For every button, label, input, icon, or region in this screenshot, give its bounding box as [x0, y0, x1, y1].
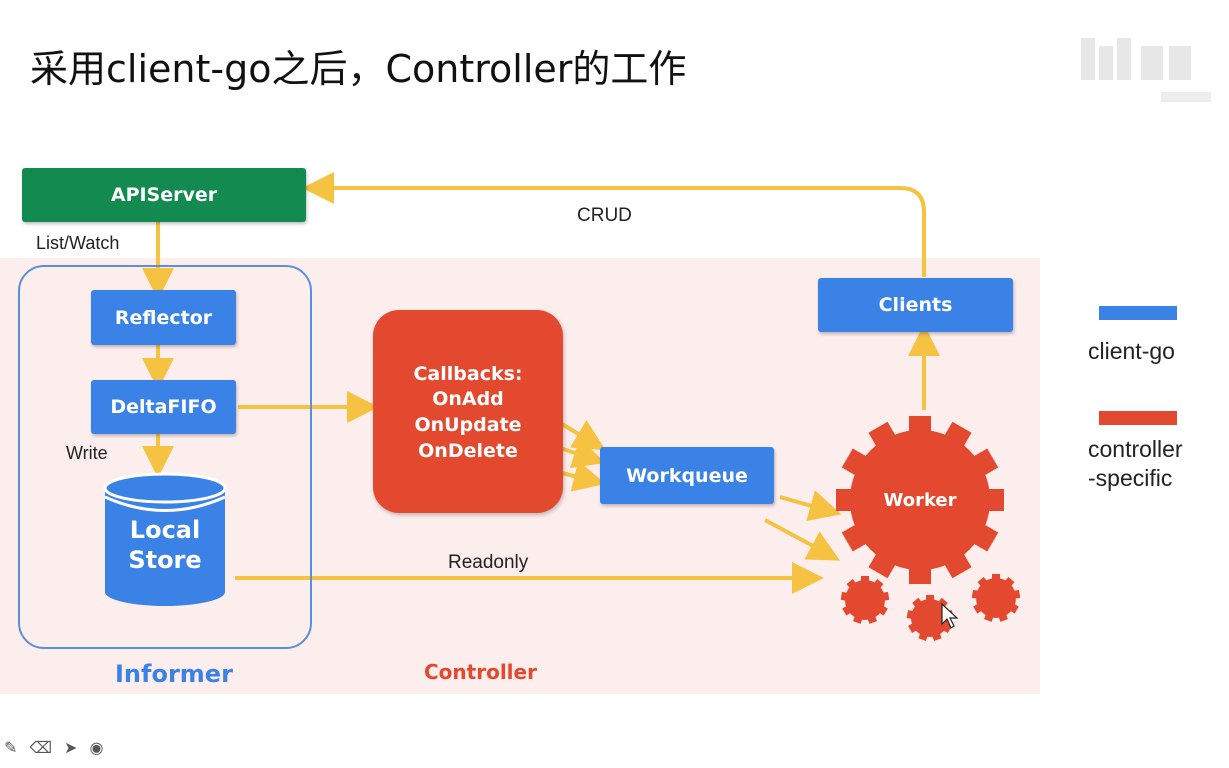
- gear-tooth: [973, 448, 999, 476]
- gear-tooth: [868, 553, 896, 579]
- gear-tooth: [861, 576, 869, 582]
- gear-body: [850, 430, 990, 570]
- gear-tooth: [998, 613, 1008, 622]
- workqueue-box: Workqueue: [600, 447, 774, 504]
- gear-tooth: [840, 591, 848, 601]
- watermark-logo: [1081, 38, 1211, 102]
- gear-tooth: [841, 448, 867, 476]
- gear-tooth: [912, 597, 923, 608]
- gear-tooth: [926, 595, 934, 601]
- worker-label: Worker: [883, 490, 957, 511]
- deltafifo-box: DeltaFIFO: [91, 380, 236, 434]
- gear-tooth: [988, 489, 1004, 511]
- gear-tooth: [992, 574, 1000, 580]
- region-label-controller: Controller: [424, 660, 537, 684]
- callback-onadd: OnAdd: [432, 388, 504, 410]
- gear-tooth: [1013, 589, 1021, 599]
- small-gear-middle: [906, 595, 954, 641]
- apiserver-label: APIServer: [110, 184, 218, 206]
- gear-tooth: [906, 610, 914, 619]
- apiserver-box: APIServer: [22, 168, 306, 222]
- gear-tooth: [1004, 577, 1015, 587]
- gear-tooth: [973, 524, 999, 552]
- mouse-cursor-icon: [941, 602, 959, 629]
- small-gear-right: [971, 574, 1021, 622]
- legend-label-controller-line2: -specific: [1088, 465, 1173, 491]
- reflector-box: Reflector: [91, 290, 236, 345]
- region-label-informer: Informer: [115, 660, 233, 688]
- clients-label: Clients: [878, 294, 953, 316]
- gear-tooth: [867, 615, 877, 624]
- gear-tooth: [853, 615, 863, 624]
- gear-tooth: [908, 623, 918, 633]
- clients-box: Clients: [818, 278, 1013, 332]
- legend-swatch-client-go: [1099, 306, 1177, 320]
- eraser-icon[interactable]: ⌫: [29, 738, 53, 757]
- reflector-label: Reflector: [114, 306, 213, 329]
- informer-frame: [18, 265, 312, 649]
- gear-tooth: [973, 603, 983, 614]
- legend-swatch-controller-specific: [1099, 411, 1177, 425]
- presentation-toolbar: ✎ ⌫ ➤ ◉: [4, 738, 103, 757]
- pointer-icon[interactable]: ➤: [64, 738, 78, 757]
- local-store-label-line1: Local: [129, 516, 201, 544]
- gear-tooth: [971, 589, 979, 599]
- edge-label-write: Write: [66, 443, 108, 463]
- gear-tooth: [937, 597, 948, 608]
- gear-tooth: [878, 605, 888, 616]
- edge-label-list-watch: List/Watch: [36, 233, 120, 253]
- gear-tooth: [932, 632, 942, 641]
- edge-label-crud: CRUD: [577, 205, 632, 226]
- gear-tooth: [984, 613, 994, 622]
- gear-tooth: [977, 577, 988, 587]
- callback-onupdate: OnUpdate: [414, 414, 522, 436]
- gear-tooth: [918, 632, 928, 641]
- deltafifo-label: DeltaFIFO: [110, 396, 217, 418]
- gear-tooth: [842, 605, 852, 616]
- gear-tooth: [841, 524, 867, 552]
- gear-tooth: [868, 421, 896, 447]
- target-icon[interactable]: ◉: [89, 738, 104, 757]
- gear-tooth: [909, 416, 931, 432]
- legend-label-client-go: client-go: [1088, 338, 1175, 364]
- local-store-label-line2: Store: [128, 546, 202, 574]
- gear-body: [911, 599, 949, 637]
- arrow-workqueue-to-worker-2: [764, 518, 841, 561]
- gear-tooth: [846, 579, 857, 589]
- small-gear-left: [840, 576, 890, 624]
- gear-body: [976, 578, 1016, 618]
- slide-title: 采用client-go之后，Controller的工作: [30, 47, 687, 91]
- gear-tooth: [882, 591, 890, 601]
- gear-tooth: [944, 553, 972, 579]
- callbacks-box: Callbacks: OnAdd OnUpdate OnDelete: [373, 310, 563, 513]
- callbacks-title: Callbacks:: [413, 363, 523, 385]
- gear-tooth: [836, 489, 852, 511]
- workqueue-label: Workqueue: [626, 464, 748, 487]
- gear-tooth: [1009, 603, 1019, 614]
- legend-label-controller-line1: controller: [1088, 436, 1183, 462]
- arrow-workqueue-to-worker-1: [779, 490, 842, 522]
- pen-icon[interactable]: ✎: [4, 738, 18, 757]
- edge-label-readonly: Readonly: [448, 552, 529, 573]
- gear-body: [845, 580, 885, 620]
- gear-tooth: [944, 421, 972, 447]
- callback-ondelete: OnDelete: [418, 440, 518, 462]
- gear-tooth: [909, 568, 931, 584]
- local-store-cylinder: [103, 472, 227, 606]
- arrow-clients-to-apiserver-crud: [302, 172, 926, 277]
- worker-gear-teeth: [836, 416, 1004, 584]
- gear-tooth: [873, 579, 884, 589]
